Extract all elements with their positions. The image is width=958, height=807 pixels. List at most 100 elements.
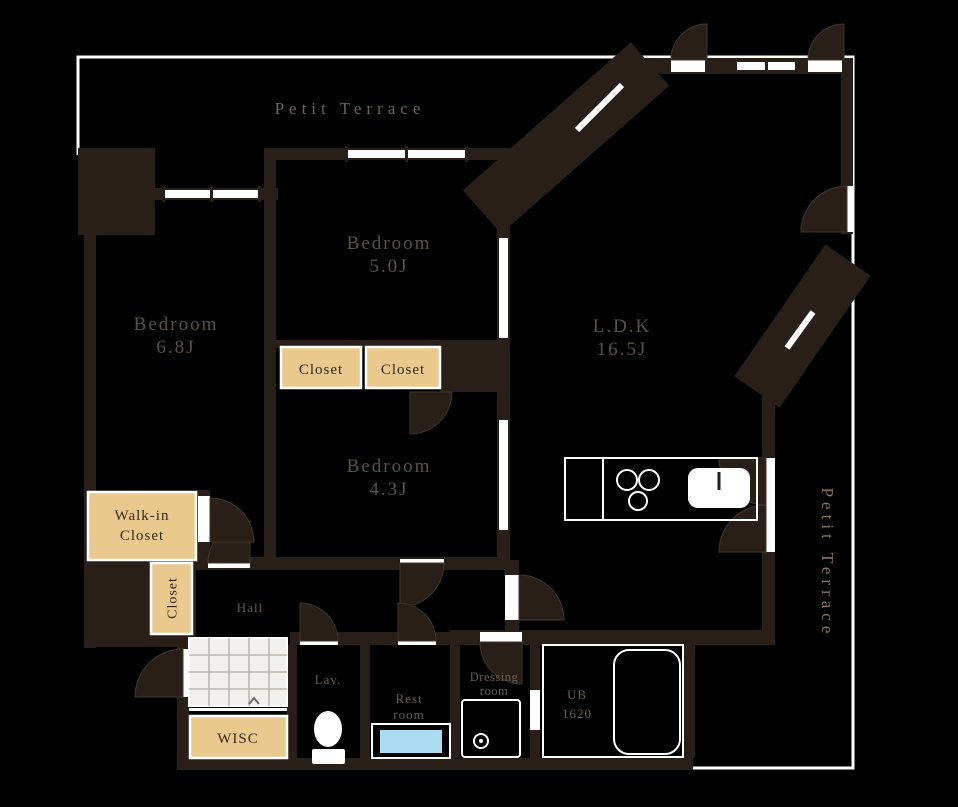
vanity-counter	[371, 723, 451, 759]
bathroom-outline	[542, 644, 684, 758]
washer-drum-icon	[473, 733, 489, 749]
window-tick	[210, 186, 213, 202]
bedroom-43-name: Bedroom	[347, 456, 432, 477]
door-opening	[179, 649, 189, 697]
sliding-door	[499, 238, 508, 338]
closet-b-label: Closet	[381, 362, 425, 378]
door-arc	[479, 641, 523, 685]
dressing-room-label-1: Dressing	[470, 670, 519, 684]
window-diagonal	[574, 82, 625, 133]
closet-box	[279, 345, 363, 390]
bedroom-50-name: Bedroom	[347, 233, 432, 254]
washing-machine-icon	[461, 699, 521, 758]
wall-segment	[287, 645, 297, 770]
bedroom-68-name: Bedroom	[134, 314, 219, 335]
window-tick	[258, 186, 261, 202]
wall-segment	[276, 340, 446, 348]
door-arc	[397, 602, 437, 642]
dressing-room-label-2: room	[480, 684, 508, 698]
door-arc	[209, 497, 255, 543]
door-opening	[671, 60, 705, 72]
lav-label: Lav.	[315, 672, 342, 687]
closet-side-label: Closet	[166, 577, 181, 619]
door-arc	[800, 185, 848, 233]
walk-in-closet-label-1: Walk-in	[115, 508, 170, 524]
sliding-door	[499, 420, 508, 530]
kitchen-counter-outline	[564, 457, 758, 521]
window-tick	[405, 146, 408, 162]
closet-box	[86, 490, 198, 562]
stove-burner-icon	[616, 469, 638, 491]
toilet	[312, 711, 345, 764]
door-arc	[299, 602, 339, 642]
stove-burner-icon	[638, 469, 660, 491]
bathtub-icon	[613, 649, 681, 755]
door-opening	[198, 496, 210, 542]
washer-dot-icon	[479, 739, 483, 743]
windows-and-openings	[162, 58, 853, 730]
closet-box	[188, 714, 289, 760]
window-tick	[345, 146, 348, 162]
terrace-railing-outline	[76, 55, 855, 770]
wall-segment	[455, 630, 775, 645]
window-tick	[162, 186, 165, 202]
wisc-label: WISC	[217, 731, 259, 747]
room-labels: Petit Terrace Petit Terrace Bedroom 5.0J…	[134, 99, 837, 722]
bedroom-43-size: 4.3J	[369, 479, 408, 500]
door-opening	[530, 690, 540, 730]
door-swings	[134, 23, 848, 698]
terrace-top-label: Petit Terrace	[275, 99, 426, 118]
closet-box	[364, 345, 442, 390]
hall-label: Hall	[237, 600, 263, 615]
entrance-genkan	[188, 637, 288, 711]
door-opening	[505, 575, 519, 620]
wall-segment	[264, 148, 276, 570]
closet-a-label: Closet	[299, 362, 343, 378]
unit-bath-label-1: UB	[567, 687, 587, 702]
front-door-arc	[134, 648, 184, 698]
door-opening	[808, 60, 842, 72]
wall-diagonal	[462, 42, 670, 234]
closet-a: Closet	[279, 345, 363, 390]
step-marker-icon	[248, 696, 260, 705]
bedroom-50-size: 5.0J	[369, 256, 408, 277]
closet-b: Closet	[364, 345, 442, 390]
unit-bath	[542, 644, 684, 758]
closet-box	[149, 561, 194, 636]
door-arc	[518, 574, 565, 621]
wisc-shoe-closet: WISC	[188, 714, 289, 760]
tile-grid	[189, 638, 287, 706]
walk-in-closet-label-2: Closet	[120, 528, 164, 544]
door-arc	[670, 23, 708, 61]
door-arc	[718, 504, 767, 553]
door-arc	[807, 23, 845, 61]
bedroom-68-size: 6.8J	[156, 337, 195, 358]
wall-segment	[177, 758, 693, 770]
laundry-area	[461, 699, 521, 758]
ldk-name: L.D.K	[593, 316, 652, 337]
sink-basin-icon	[380, 730, 442, 753]
storage-units: Closet Closet Walk-in Closet Closet WISC	[86, 345, 442, 760]
door-arc	[409, 391, 453, 435]
window-diagonal	[784, 310, 816, 350]
toilet-bowl-icon	[314, 711, 342, 747]
window-tick	[465, 146, 468, 162]
stove-burner-icon	[628, 491, 648, 511]
door-arc	[399, 562, 445, 608]
closet-side: Closet	[149, 561, 194, 636]
walk-in-closet: Walk-in Closet	[86, 490, 198, 562]
wall-segment	[450, 630, 460, 770]
wall-segment	[360, 632, 370, 770]
wall-segment	[440, 340, 510, 392]
unit-bath-label-2: 1620	[562, 706, 592, 721]
rest-room-label-2: room	[393, 707, 424, 722]
entrance-step-edge	[189, 708, 287, 711]
toilet-tank-icon	[312, 749, 345, 764]
ldk-size: 16.5J	[597, 339, 648, 360]
fixtures	[312, 457, 758, 764]
vanity-outline	[371, 723, 451, 759]
terrace-right-label: Petit Terrace	[818, 488, 837, 639]
window-tick	[765, 58, 768, 74]
